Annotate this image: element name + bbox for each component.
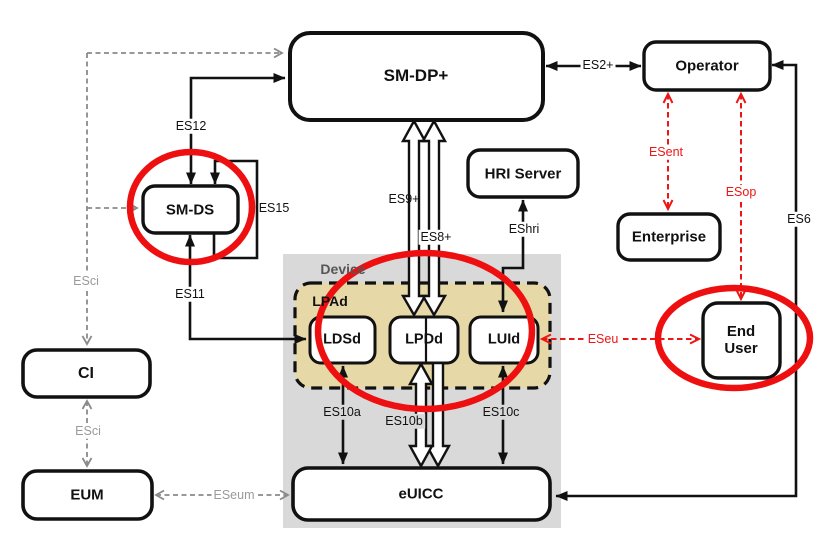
esci-label-top: ESci <box>71 273 101 289</box>
esci-label-bottom: ESci <box>73 423 103 439</box>
highlight-ellipse-sm-ds <box>126 148 256 266</box>
es11-connector <box>185 234 307 344</box>
es9-hollow-arrow <box>400 118 428 318</box>
end-user-label: End User <box>724 322 758 357</box>
lpdd-label: LPDd <box>405 331 443 348</box>
es8-hollow-arrow-upper <box>420 118 448 318</box>
sm-dp-label: SM-DP+ <box>383 66 449 86</box>
eum-label: EUM <box>70 486 104 504</box>
eshri-label: EShri <box>506 221 542 237</box>
es12-label: ES12 <box>173 118 209 134</box>
eseum-label: ESeum <box>211 487 257 503</box>
es10a-label: ES10a <box>321 404 363 420</box>
enterprise-label: Enterprise <box>631 228 707 246</box>
eum-box <box>21 469 154 521</box>
euicc-label: eUICC <box>398 485 444 503</box>
sm-ds-label: SM-DS <box>165 201 215 219</box>
eseu-label: ESeu <box>585 331 621 347</box>
esent-label: ESent <box>646 144 686 160</box>
highlight-ellipse-lpa <box>314 249 536 413</box>
es15-label: ES15 <box>258 200 290 215</box>
ldsd-label: LDSd <box>323 331 361 348</box>
luid-label: LUId <box>487 331 521 348</box>
device-group-label: Device <box>320 260 366 277</box>
es10c-label: ES10c <box>480 404 522 420</box>
luid-box <box>468 315 540 365</box>
es9-label: ES9+ <box>388 191 420 206</box>
es12-connector <box>186 73 286 185</box>
es6-label: ES6 <box>785 211 813 227</box>
sm-ds-box <box>141 184 240 235</box>
euicc-box <box>291 466 552 522</box>
sm-dp-box <box>288 31 545 122</box>
operator-label: Operator <box>675 57 739 75</box>
ldsd-box <box>308 315 377 365</box>
ci-box <box>21 348 152 399</box>
lpad-group-label: LPAd <box>312 292 348 309</box>
highlight-ellipse-end-user <box>654 284 814 392</box>
es6-connector <box>555 60 798 501</box>
hri-server-label: HRI Server <box>484 165 562 183</box>
es2-label: ES2+ <box>580 57 616 73</box>
lpdd-box <box>388 315 460 365</box>
es8-label: ES8+ <box>418 229 454 245</box>
ci-label: CI <box>78 364 94 382</box>
es10b-label: ES10b <box>383 413 425 429</box>
esop-label: ESop <box>723 184 759 200</box>
es11-label: ES11 <box>173 286 207 302</box>
